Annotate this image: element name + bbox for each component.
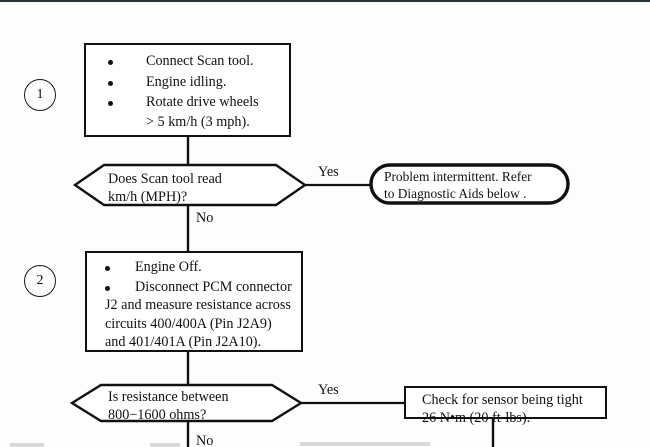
list-item: Connect Scan tool. bbox=[108, 52, 283, 72]
action-box-text: Check for sensor being tight 26 N•m (20 … bbox=[406, 388, 605, 427]
step-number-1: 1 bbox=[24, 79, 56, 111]
step-1-bullet-3: Rotate drive wheels bbox=[146, 94, 259, 110]
list-item: Disconnect PCM connector J2 and measure … bbox=[105, 278, 295, 352]
action-line-1: Check for sensor being tight bbox=[422, 392, 583, 408]
action-box-sensor-tight: Check for sensor being tight 26 N•m (20 … bbox=[404, 386, 607, 426]
decision-2-line-1: Is resistance between bbox=[108, 389, 229, 405]
bottom-edge-artifact bbox=[300, 442, 430, 446]
decision-1-line-1: Does Scan tool read bbox=[108, 171, 222, 187]
decision-2-text: Is resistance between 800−1600 ohms? bbox=[108, 388, 229, 424]
decision-2-line-2: 800−1600 ohms? bbox=[108, 407, 207, 423]
process-box-step-1: Connect Scan tool. Engine idling. Rotate… bbox=[84, 43, 291, 137]
decision-2-yes-label: Yes bbox=[318, 382, 339, 398]
oval-line-1: Problem intermittent. Refer bbox=[384, 169, 532, 184]
decision-1-text: Does Scan tool read km/h (MPH)? bbox=[108, 170, 222, 206]
oval-problem-intermittent bbox=[369, 163, 570, 205]
decision-2-no-label: No bbox=[196, 433, 214, 447]
step-1-bullet-list: Connect Scan tool. Engine idling. Rotate… bbox=[86, 45, 289, 132]
step-2-bullet-list: Engine Off. Disconnect PCM connector J2 … bbox=[87, 253, 301, 352]
step-number-2: 2 bbox=[24, 265, 56, 297]
decision-1-line-2: km/h (MPH)? bbox=[108, 189, 188, 205]
step-2-bullet-2: Disconnect PCM connector bbox=[135, 278, 292, 295]
step-1-bullet-1: Connect Scan tool. bbox=[146, 53, 254, 69]
oval-line-2: to Diagnostic Aids below . bbox=[384, 185, 527, 201]
step-2-bullet-2-continuation: J2 and measure resistance across circuit… bbox=[105, 297, 291, 351]
decision-1-yes-label: Yes bbox=[318, 164, 339, 180]
step-2-bullet-1: Engine Off. bbox=[135, 259, 202, 275]
step-1-bullet-3-continuation: > 5 km/h (3 mph). bbox=[146, 113, 250, 130]
process-box-step-2: Engine Off. Disconnect PCM connector J2 … bbox=[85, 251, 303, 352]
list-item: Rotate drive wheels > 5 km/h (3 mph). bbox=[108, 93, 283, 132]
bottom-edge-artifact bbox=[150, 443, 180, 447]
decision-1-no-label: No bbox=[196, 210, 214, 226]
bottom-edge-artifact bbox=[10, 443, 44, 447]
oval-terminator-text: Problem intermittent. Refer to Diagnosti… bbox=[384, 169, 564, 202]
page-top-rule bbox=[0, 0, 650, 2]
list-item: Engine Off. bbox=[105, 258, 295, 277]
step-1-bullet-2: Engine idling. bbox=[146, 73, 227, 90]
action-line-2: 26 N•m (20 ft-lbs). bbox=[422, 409, 531, 426]
step-number-2-value: 2 bbox=[36, 273, 44, 288]
list-item: Engine idling. bbox=[108, 73, 283, 93]
step-number-1-value: 1 bbox=[36, 87, 44, 102]
